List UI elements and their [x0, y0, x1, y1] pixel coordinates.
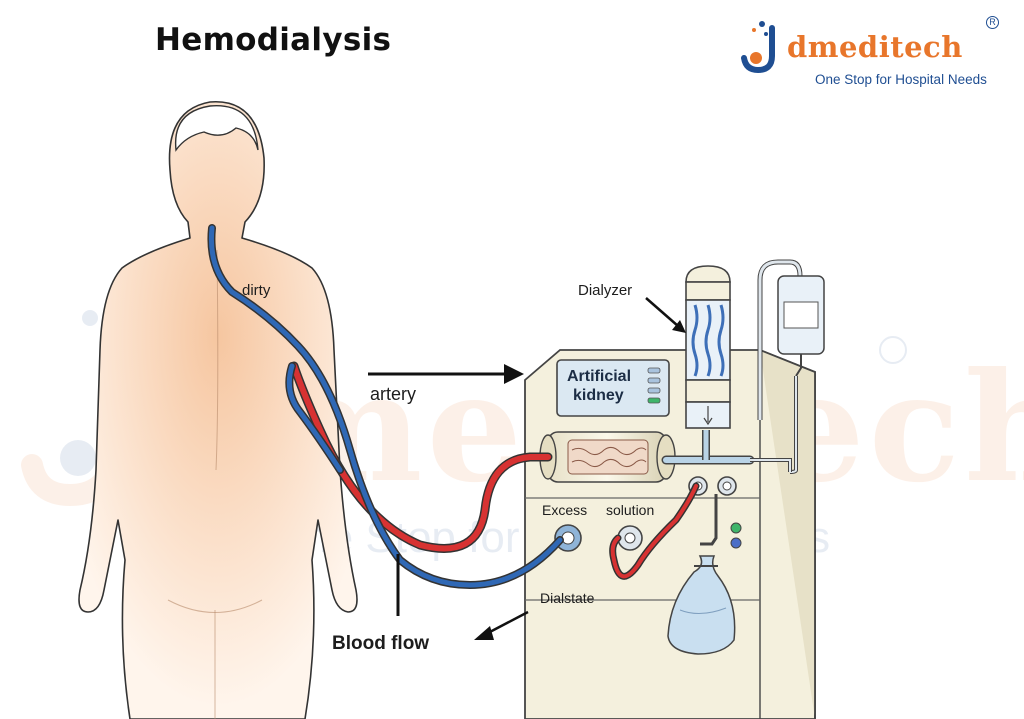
brand-logo: dmeditech R One Stop for Hospital Needs: [740, 12, 1010, 92]
logo-brand-text: dmeditech: [787, 30, 963, 64]
label-dirty: dirty: [242, 282, 271, 299]
artery-arrow-icon: [368, 364, 524, 384]
label-blood-flow: Blood flow: [332, 633, 430, 654]
label-dialyzer: Dialyzer: [578, 282, 633, 299]
clean-blood-tube: [291, 363, 551, 552]
dirty-blood-tube: [208, 225, 563, 588]
page-title: Hemodialysis: [155, 22, 392, 58]
machine-screen: [556, 359, 670, 417]
registered-mark: R: [986, 16, 999, 29]
label-artery: artery: [370, 384, 417, 404]
label-kidney: kidney: [573, 387, 624, 404]
label-dialstate: Dialstate: [540, 590, 595, 606]
dialyzer-column: [685, 265, 731, 429]
label-excess: Excess: [542, 502, 588, 518]
logo-mark-icon: [741, 21, 775, 74]
patient-figure: [78, 101, 358, 719]
label-artificial: Artificial: [567, 368, 632, 385]
blood-pump-cylinder: [539, 431, 676, 483]
dialysis-machine: [524, 259, 825, 719]
dialstate-arrow-icon: [474, 610, 529, 640]
label-solution: solution: [606, 502, 655, 518]
dialyzer-pointer-icon: [645, 297, 686, 333]
logo-tagline: One Stop for Hospital Needs: [815, 72, 987, 87]
iv-bag: [750, 259, 825, 474]
dialysate-bag: [667, 555, 736, 655]
